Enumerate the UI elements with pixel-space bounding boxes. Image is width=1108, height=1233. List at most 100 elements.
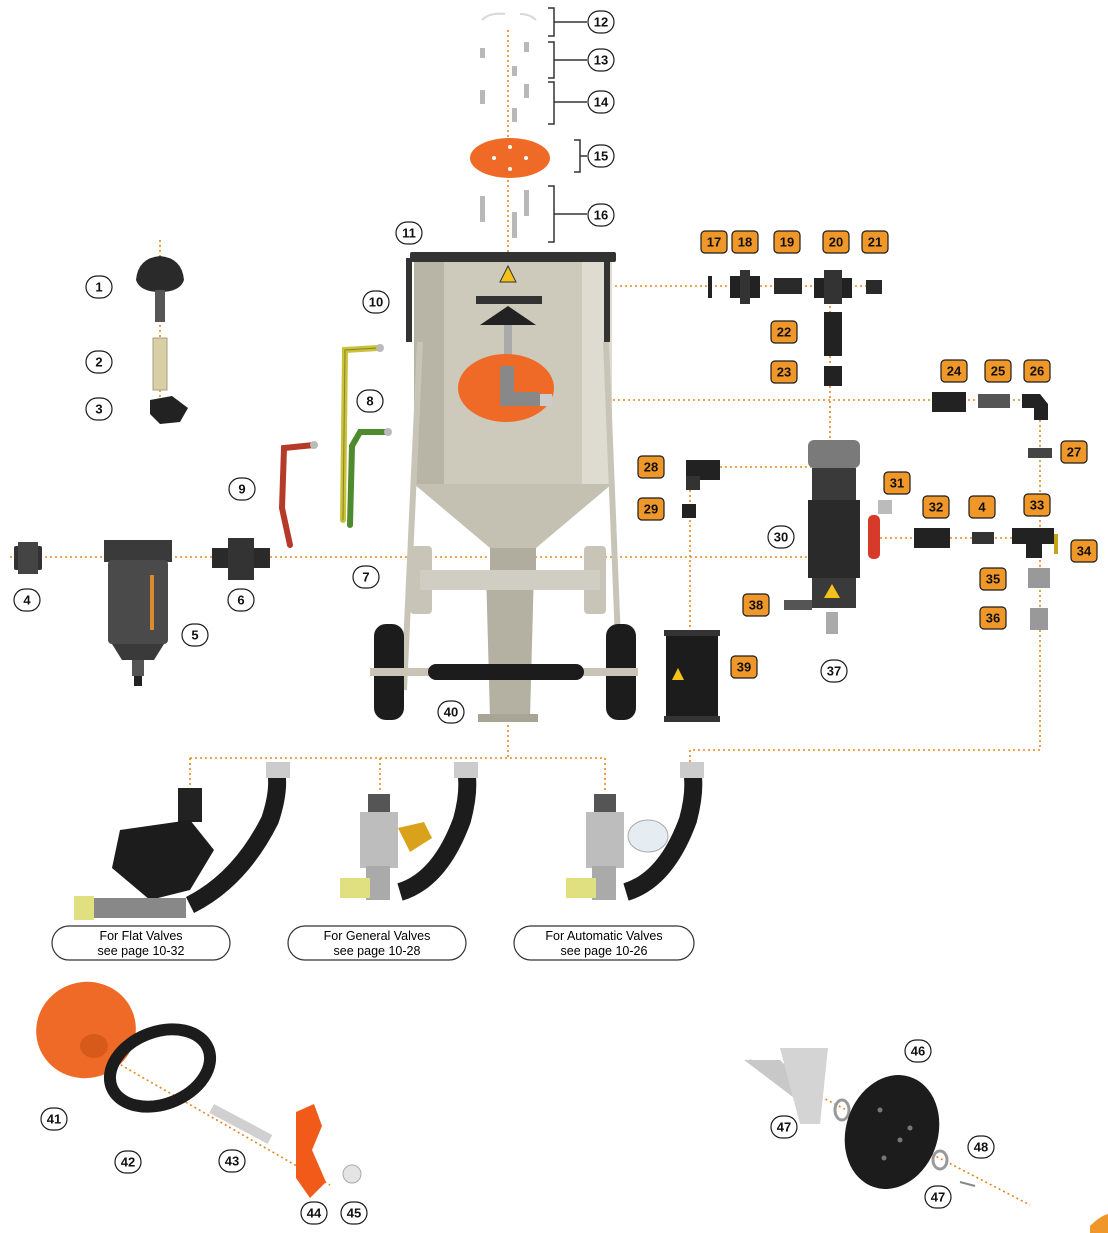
- callout-number: 6: [237, 593, 244, 608]
- callout-l35: 35: [979, 567, 1007, 591]
- callout-l15: 15: [587, 144, 615, 168]
- callout-l1: 1: [85, 275, 113, 299]
- callout-number: 47: [931, 1190, 945, 1205]
- callout-l45: 45: [340, 1201, 368, 1225]
- callout-number: 38: [749, 598, 763, 613]
- callout-number: 28: [644, 460, 658, 475]
- callout-l10: 10: [362, 290, 390, 314]
- part-4-5-6-filter: [14, 538, 270, 686]
- callout-l29: 29: [637, 497, 665, 521]
- callout-number: 10: [369, 295, 383, 310]
- callout-l37: 37: [820, 659, 848, 683]
- callout-number: 4: [978, 500, 986, 515]
- callout-l7: 7: [352, 565, 380, 589]
- callout-number: 22: [777, 325, 791, 340]
- callout-l48: 48: [967, 1135, 995, 1159]
- callout-l36: 36: [979, 606, 1007, 630]
- blast-pot-vessel: [370, 252, 638, 722]
- callout-number: 23: [777, 365, 791, 380]
- callout-number: 47: [777, 1120, 791, 1135]
- callout-l26: 26: [1023, 359, 1051, 383]
- callout-number: 15: [594, 149, 608, 164]
- callout-number: 21: [868, 235, 882, 250]
- corner-accent: [1090, 1214, 1108, 1233]
- callout-number: 14: [594, 95, 609, 110]
- bottom-left-parts: [36, 981, 362, 1198]
- callout-number: 5: [191, 628, 198, 643]
- callout-number: 25: [991, 364, 1005, 379]
- callout-number: 13: [594, 53, 608, 68]
- callout-l2: 2: [85, 350, 113, 374]
- svg-text:see page 10-26: see page 10-26: [561, 944, 648, 958]
- callout-l24: 24: [940, 359, 968, 383]
- note-automatic-valves[interactable]: For Automatic Valves see page 10-26: [513, 925, 695, 961]
- callout-l44: 44: [300, 1201, 328, 1225]
- callout-l17: 17: [700, 230, 728, 254]
- callout-l23: 23: [770, 360, 798, 384]
- svg-text:see page 10-28: see page 10-28: [334, 944, 421, 958]
- callout-number: 48: [974, 1140, 988, 1155]
- callout-l20: 20: [822, 230, 850, 254]
- callout-l28: 28: [637, 455, 665, 479]
- svg-text:For Flat Valves: For Flat Valves: [99, 929, 182, 943]
- callout-l25: 25: [984, 359, 1012, 383]
- callout-l47a: 47: [770, 1115, 798, 1139]
- callout-number: 11: [402, 226, 416, 241]
- valve-assemblies: [74, 762, 704, 920]
- callout-l38: 38: [742, 593, 770, 617]
- callout-l5: 5: [181, 623, 209, 647]
- callout-l14: 14: [587, 90, 615, 114]
- callout-number: 8: [366, 394, 373, 409]
- callout-number: 42: [121, 1155, 135, 1170]
- callout-l32: 32: [922, 495, 950, 519]
- callout-number: 1: [95, 280, 102, 295]
- callout-l13: 13: [587, 48, 615, 72]
- callout-number: 16: [594, 208, 608, 223]
- callout-number: 34: [1077, 544, 1092, 559]
- callout-l46: 46: [904, 1039, 932, 1063]
- callout-number: 12: [594, 15, 608, 30]
- callout-number: 43: [225, 1154, 239, 1169]
- part-8-9-hoses: [278, 344, 392, 548]
- callout-l22: 22: [770, 320, 798, 344]
- callout-l12: 12: [587, 10, 615, 34]
- callout-number: 36: [986, 611, 1000, 626]
- callout-number: 35: [986, 572, 1000, 587]
- callout-number: 41: [47, 1112, 61, 1127]
- callout-number: 37: [827, 664, 841, 679]
- note-general-valves[interactable]: For General Valves see page 10-28: [287, 925, 467, 961]
- callout-l40: 40: [437, 700, 465, 724]
- callout-l47b: 47: [924, 1185, 952, 1209]
- callout-number: 31: [890, 476, 904, 491]
- callout-l9: 9: [228, 477, 256, 501]
- svg-text:For Automatic Valves: For Automatic Valves: [545, 929, 662, 943]
- callout-number: 24: [947, 364, 962, 379]
- callout-number: 7: [362, 570, 369, 585]
- callout-l21: 21: [861, 230, 889, 254]
- note-flat-valves[interactable]: For Flat Valves see page 10-32: [51, 925, 231, 961]
- svg-text:For General Valves: For General Valves: [324, 929, 431, 943]
- callout-number: 9: [238, 482, 245, 497]
- callout-l43: 43: [218, 1149, 246, 1173]
- callout-number: 29: [644, 502, 658, 517]
- top-exploded-parts: [470, 12, 550, 238]
- callout-number: 44: [307, 1206, 322, 1221]
- part-1-3-assembly: [136, 256, 188, 424]
- callout-l27: 27: [1060, 440, 1088, 464]
- right-plumbing: [664, 270, 1058, 722]
- callout-number: 46: [911, 1044, 925, 1059]
- callout-l3: 3: [85, 397, 113, 421]
- callout-l34: 34: [1070, 539, 1098, 563]
- callout-l18: 18: [731, 230, 759, 254]
- callout-number: 32: [929, 500, 943, 515]
- callout-number: 40: [444, 705, 458, 720]
- callout-l11: 11: [395, 221, 423, 245]
- callout-l8: 8: [356, 389, 384, 413]
- callout-l33: 33: [1023, 493, 1051, 517]
- callout-number: 17: [707, 235, 721, 250]
- callout-number: 18: [738, 235, 752, 250]
- callout-number: 3: [95, 402, 102, 417]
